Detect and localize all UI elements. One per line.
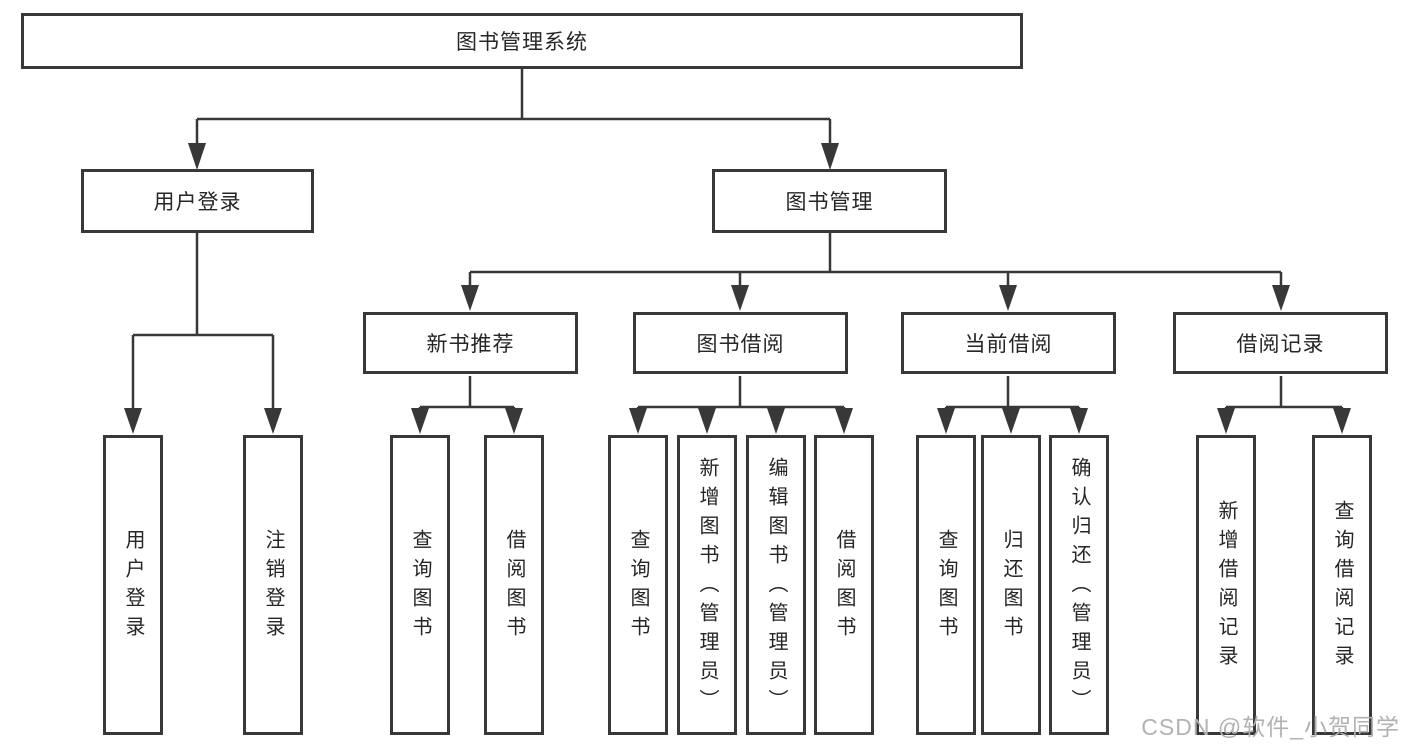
connector-records-to-leaves — [1217, 376, 1351, 434]
leaf-borrow-books-1: 借阅图书 — [484, 435, 544, 735]
connector-root-to-branches — [188, 69, 839, 170]
leaf-add-books-admin: 新增图书（管理员） — [677, 435, 737, 735]
leaf-edit-books-admin: 编辑图书（管理员） — [746, 435, 806, 735]
node-borrow-records: 借阅记录 — [1173, 312, 1388, 374]
connector-bookmgmt-to-sections — [461, 233, 1290, 311]
node-book-management-branch: 图书管理 — [712, 169, 947, 233]
leaf-return-books: 归还图书 — [981, 435, 1041, 735]
connector-current-to-leaves — [937, 376, 1088, 434]
leaf-borrow-books-2: 借阅图书 — [814, 435, 874, 735]
leaf-user-login: 用户登录 — [103, 435, 163, 735]
leaf-query-books-2: 查询图书 — [608, 435, 668, 735]
node-book-borrow: 图书借阅 — [633, 312, 848, 374]
connector-userlogin-to-leaves — [124, 233, 282, 434]
node-root-system: 图书管理系统 — [21, 13, 1023, 69]
leaf-query-books-1: 查询图书 — [390, 435, 450, 735]
leaf-logout: 注销登录 — [243, 435, 303, 735]
leaf-query-books-3: 查询图书 — [916, 435, 976, 735]
leaf-confirm-return-admin: 确认归还（管理员） — [1049, 435, 1109, 735]
csdn-watermark: CSDN @软件_小贺同学 — [1141, 714, 1400, 740]
leaf-query-borrow-record: 查询借阅记录 — [1312, 435, 1372, 735]
node-current-borrow: 当前借阅 — [901, 312, 1116, 374]
leaf-add-borrow-record: 新增借阅记录 — [1196, 435, 1256, 735]
connector-borrow-to-leaves — [629, 376, 853, 434]
connector-newbook-to-leaves — [411, 376, 523, 434]
node-new-book-recommend: 新书推荐 — [363, 312, 578, 374]
node-user-login-branch: 用户登录 — [81, 169, 314, 233]
